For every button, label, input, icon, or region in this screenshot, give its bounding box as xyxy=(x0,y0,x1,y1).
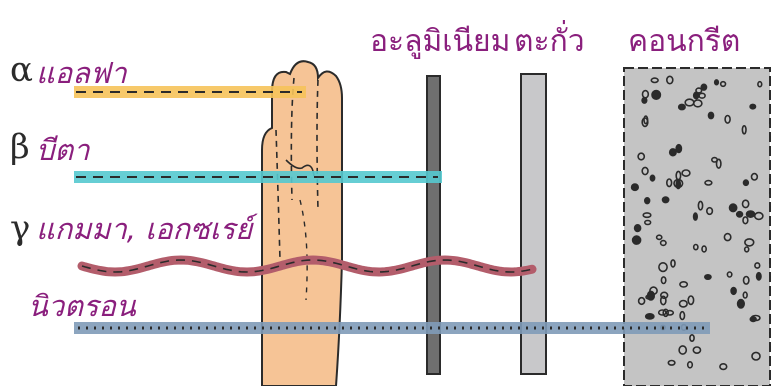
concrete-pebble xyxy=(633,236,641,244)
concrete-pebble xyxy=(676,145,681,153)
concrete-block xyxy=(624,68,770,386)
concrete-pebble xyxy=(679,104,685,109)
concrete-pebble xyxy=(652,91,660,100)
concrete-pebble xyxy=(670,149,676,156)
aluminium-header: อะลูมิเนียม xyxy=(370,18,510,65)
gamma-label: แกมมา, เอกซเรย์ xyxy=(36,206,252,252)
concrete-pebble xyxy=(730,204,737,212)
lead-header: ตะกั่ว xyxy=(514,18,585,65)
concrete-pebble xyxy=(645,198,650,204)
concrete-pebble xyxy=(744,180,749,185)
concrete-pebble xyxy=(738,300,745,308)
concrete-pebble xyxy=(635,225,641,232)
concrete-pebble xyxy=(757,273,761,280)
neutron-label: นิวตรอน xyxy=(28,283,136,329)
concrete-pebble xyxy=(694,213,698,220)
concrete-pebble xyxy=(750,104,755,108)
neutron-ray xyxy=(74,322,710,334)
concrete-pebble xyxy=(648,291,655,300)
concrete-pebble xyxy=(747,211,755,217)
concrete-header: คอนกรีต xyxy=(628,18,740,65)
concrete-pebble xyxy=(737,212,743,217)
alpha-label: แอลฟา xyxy=(36,50,127,96)
gamma-symbol: γ xyxy=(10,208,30,248)
concrete-pebble xyxy=(715,80,719,85)
concrete-pebble xyxy=(705,275,711,279)
concrete-pebble xyxy=(709,112,714,118)
beta-label: บีตา xyxy=(36,127,90,173)
hand-illustration xyxy=(262,61,342,386)
concrete-pebble xyxy=(646,314,654,319)
concrete-pebble xyxy=(642,98,647,103)
concrete-pebble xyxy=(632,184,639,190)
alpha-symbol: α xyxy=(10,50,33,90)
concrete-pebble xyxy=(731,288,736,295)
beta-ray xyxy=(74,171,442,183)
concrete-pebble xyxy=(663,197,669,203)
beta-symbol: β xyxy=(10,127,30,167)
concrete-pebble xyxy=(650,175,654,181)
